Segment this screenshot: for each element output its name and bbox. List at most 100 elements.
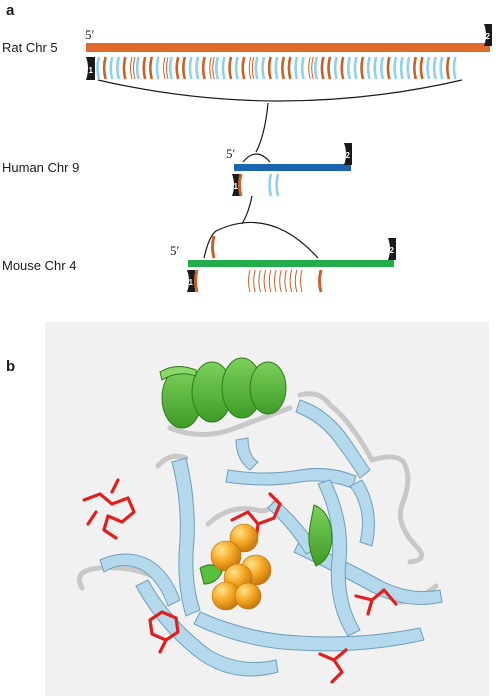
- ligand-spheres: [210, 523, 272, 611]
- rat-gene-mark: [340, 56, 345, 80]
- rat-gene-mark: [281, 56, 286, 80]
- rat-gene-mark: [267, 56, 272, 80]
- mouse-gene-mark: [294, 269, 298, 293]
- rat-to-human-link: [255, 102, 269, 153]
- rat-gene-mark: [327, 56, 332, 80]
- rat-gene-mark: [432, 56, 437, 80]
- rat-gene-mark: [209, 56, 212, 80]
- rat-gene-mark: [175, 56, 180, 80]
- rat-gene-mark: [215, 56, 220, 80]
- mouse-bracket: [203, 221, 319, 259]
- mouse-gene-mark: [274, 269, 277, 293]
- mouse-gene-mark: [289, 269, 293, 293]
- mouse-end-marker: 2: [388, 238, 396, 260]
- rat-gene-mark: [166, 56, 169, 80]
- rat-gene-mark: [393, 56, 398, 80]
- rat-gene-mark: [96, 56, 101, 80]
- rat-gene-mark: [221, 56, 226, 80]
- rat-gene-mark: [353, 56, 358, 80]
- rat-chromosome-bar: [86, 43, 490, 52]
- rat-gene-mark: [320, 56, 325, 80]
- mouse-upper-gene: [211, 235, 216, 259]
- helix-right: [308, 504, 333, 567]
- rat-gene-mark: [311, 56, 314, 80]
- rat-gene-mark: [347, 56, 352, 80]
- rat-gene-mark: [333, 56, 338, 80]
- svg-text:1: 1: [89, 66, 94, 75]
- rat-gene-mark: [413, 56, 418, 80]
- rat-gene-mark: [195, 56, 200, 80]
- rat-gene-mark: [248, 56, 252, 80]
- rat-gene-mark: [300, 56, 305, 80]
- human-chromosome-bar: [234, 164, 351, 171]
- svg-text:1: 1: [234, 182, 239, 191]
- rat-gene-mark: [452, 56, 457, 80]
- human-end-marker: 2: [344, 143, 352, 165]
- human-gene-2: [268, 173, 273, 197]
- rat-gene-mark: [155, 56, 160, 80]
- svg-text:1: 1: [189, 278, 194, 287]
- mouse-gene-mark: [258, 269, 261, 293]
- rat-gene-mark: [133, 56, 136, 80]
- rat-gene-mark: [130, 56, 133, 80]
- loop-coils: [76, 391, 439, 605]
- human-chr-label: Human Chr 9: [2, 160, 80, 175]
- mouse-chromosome-bar: [188, 260, 394, 267]
- mouse-gene-mark: [253, 269, 256, 293]
- rat-gene-mark: [366, 56, 371, 80]
- human-to-mouse-link: [241, 195, 253, 225]
- mouse-gene-mark: [263, 269, 267, 293]
- rat-gene-mark: [116, 56, 121, 80]
- panel-a-letter: a: [6, 2, 15, 19]
- rat-gene-mark: [294, 56, 299, 80]
- mouse-five-prime-label: 5′: [170, 243, 180, 258]
- rat-gene-mark: [188, 56, 193, 80]
- rat-to-human-bracket: [97, 79, 463, 102]
- mouse-gene-mark: [284, 269, 287, 293]
- svg-text:2: 2: [390, 246, 395, 255]
- mouse-chr-label: Mouse Chr 4: [2, 258, 77, 273]
- rat-gene-mark: [386, 56, 391, 80]
- rat-gene-mark: [446, 56, 451, 80]
- human-bracket: [242, 153, 271, 163]
- helix-top: [159, 357, 287, 429]
- rat-gene-mark: [254, 56, 259, 80]
- svg-text:2: 2: [486, 32, 491, 41]
- rat-gene-mark: [314, 56, 319, 80]
- rat-gene-mark: [380, 56, 385, 80]
- rat-gene-mark: [234, 56, 239, 80]
- rat-gene-mark: [109, 56, 114, 80]
- mouse-gene-mark: [279, 269, 282, 293]
- rat-gene-mark: [163, 56, 166, 80]
- rat-gene-mark: [373, 56, 378, 80]
- rat-gene-cluster: [96, 56, 457, 80]
- rat-chr-label: Rat Chr 5: [2, 40, 58, 55]
- rat-gene-mark: [251, 56, 255, 80]
- rat-start-marker: 1: [86, 57, 95, 80]
- mouse-gene-cluster: [248, 269, 303, 293]
- rat-gene-mark: [182, 56, 187, 80]
- rat-gene-mark: [360, 56, 365, 80]
- human-gene-1: [238, 173, 243, 197]
- mouse-gene-mark: [248, 269, 251, 293]
- rat-gene-mark: [149, 56, 154, 80]
- human-start-marker: 1: [232, 174, 240, 196]
- rat-gene-mark: [212, 56, 215, 80]
- rat-gene-mark: [201, 56, 206, 80]
- mouse-gene-mark: [300, 269, 303, 293]
- helix-left-small: [199, 564, 223, 585]
- rat-gene-mark: [426, 56, 431, 80]
- rat-gene-mark: [241, 56, 246, 80]
- mouse-start-marker: 1: [187, 270, 195, 292]
- rat-five-prime-label: 5′: [85, 27, 95, 42]
- sidechains: [82, 478, 398, 684]
- rat-gene-mark: [142, 56, 147, 80]
- svg-text:2: 2: [346, 151, 351, 160]
- synteny-diagram: 1 2 1 2 1 2: [86, 24, 492, 293]
- rat-end-marker: 2: [484, 24, 492, 46]
- rat-gene-mark: [406, 56, 411, 80]
- human-five-prime-label: 5′: [226, 146, 236, 161]
- rat-gene-mark: [419, 56, 424, 80]
- beta-sheets: [99, 399, 443, 677]
